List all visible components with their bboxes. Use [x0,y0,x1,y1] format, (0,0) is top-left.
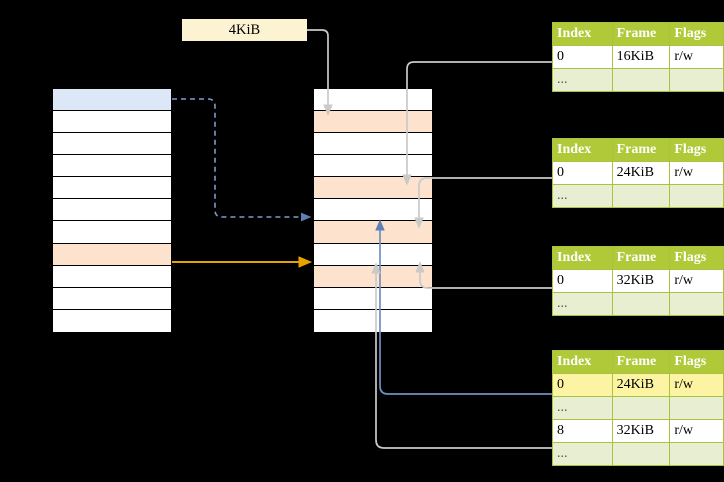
virtual-page-9 [53,287,171,310]
cell-flags [669,442,724,466]
cell-index: ... [552,68,613,92]
physical-frame-1 [314,111,432,134]
column-header-index: Index [552,350,613,374]
cell-frame [611,68,671,92]
table-row-ellipsis: ... [552,292,724,316]
table-row-ellipsis: ... [552,396,724,420]
virtual-page-3 [53,155,171,178]
virtual-page-4 [53,177,171,200]
physical-frame-7 [314,243,432,266]
wire-virtual-page-to-frame [172,98,312,222]
column-header-flags: Flags [669,246,724,270]
column-header-flags: Flags [669,138,724,162]
physical-frame-2 [314,133,432,156]
cell-index: ... [552,184,613,208]
virtual-page-10 [53,309,171,332]
virtual-page-0 [53,89,171,112]
cell-frame [611,292,671,316]
cell-flags: r/w [669,45,724,69]
column-header-index: Index [552,138,613,162]
cell-index: ... [552,396,613,420]
physical-frame-10 [314,309,432,332]
cell-frame: 32KiB [611,419,671,443]
cell-index: 0 [552,45,613,69]
column-header-frame: Frame [611,246,671,270]
cell-flags [669,396,724,420]
physical-frame-9 [314,287,432,310]
cell-frame: 24KiB [611,373,671,397]
physical-frame-8 [314,265,432,288]
column-header-frame: Frame [611,138,671,162]
cell-index: 0 [552,161,613,185]
virtual-page-5 [53,199,171,222]
cell-index: 0 [552,373,613,397]
table-row-ellipsis: ... [552,68,724,92]
virtual-page-2 [53,133,171,156]
cell-index: 0 [552,269,613,293]
column-header-index: Index [552,246,613,270]
virtual-page-8 [53,265,171,288]
physical-frame-3 [314,155,432,178]
physical-frame-4 [314,177,432,200]
cell-flags [669,68,724,92]
cell-index: ... [552,442,613,466]
column-header-index: Index [552,22,613,46]
table-row-ellipsis: ... [552,184,724,208]
wire-table3-to-frame [415,261,552,289]
cell-frame [611,442,671,466]
cell-frame: 16KiB [611,45,671,69]
cell-flags: r/w [669,269,724,293]
virtual-page-1 [53,111,171,134]
physical-address-space-column [313,88,433,333]
page-size-text: 4KiB [228,21,261,38]
cell-flags: r/w [669,419,724,443]
column-header-flags: Flags [669,22,724,46]
cell-flags [669,184,724,208]
cell-flags [669,292,724,316]
table-row-ellipsis: ... [552,442,724,466]
cell-flags: r/w [669,161,724,185]
cell-frame: 32KiB [611,269,671,293]
column-header-frame: Frame [611,22,671,46]
cell-index: 8 [552,419,613,443]
virtual-page-7 [53,243,171,266]
cell-frame [611,184,671,208]
physical-frame-6 [314,221,432,244]
cell-flags: r/w [669,373,724,397]
cell-index: ... [552,292,613,316]
cell-frame [611,396,671,420]
wire-table2-to-frame [414,177,552,229]
physical-frame-5 [314,199,432,222]
virtual-page-6 [53,221,171,244]
cell-frame: 24KiB [611,161,671,185]
page-size-label: 4KiB [182,19,307,41]
column-header-frame: Frame [611,350,671,374]
physical-frame-0 [314,89,432,112]
column-header-flags: Flags [669,350,724,374]
virtual-address-space-column [52,88,172,333]
